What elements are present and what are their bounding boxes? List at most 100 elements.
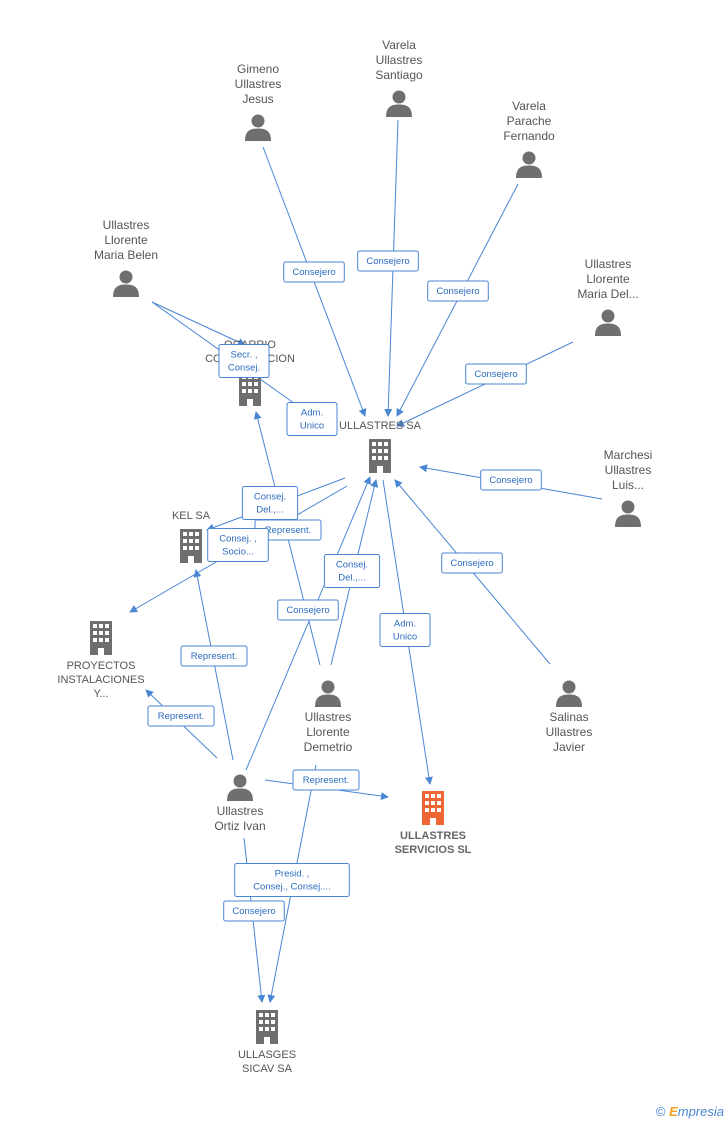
relation-label-box (180, 645, 248, 667)
building-icon (256, 1010, 278, 1044)
relation-label-text: Consejero (286, 605, 329, 616)
relation-label-ullastres_sa-proyectos[interactable]: Consej. , Socio... (207, 528, 269, 562)
node-label-line: Ullastres (376, 53, 423, 67)
person-icon (516, 151, 542, 178)
node-label-line: Luis... (612, 478, 644, 492)
node-label-line: Llorente (104, 233, 148, 247)
relation-label-marchesi-ullastres_sa[interactable]: Consejero (480, 469, 542, 491)
relation-label-text: Unico (300, 421, 324, 432)
node-label-line: Varela (512, 99, 546, 113)
node-label-line: Marchesi (604, 448, 653, 462)
relation-edge-ivan-ullastres_sa (245, 476, 371, 771)
relation-label-box (147, 705, 215, 727)
person-icon (556, 680, 582, 707)
node-label-line: Y... (93, 688, 108, 700)
relation-label-ullastres_belen-ullastres_sa[interactable]: Adm. Unico (286, 402, 338, 436)
building-icon (369, 439, 391, 473)
node-label-line: Ullastres (235, 77, 282, 91)
node-label-line: Javier (553, 740, 585, 754)
building-icon (422, 791, 444, 825)
relation-label-text: Consej. (336, 560, 368, 571)
empresia-logo[interactable]: Empresia (669, 1104, 724, 1119)
relation-label-gimeno-ullastres_sa[interactable]: Consejero (283, 261, 345, 283)
node-label-line: Fernando (503, 129, 555, 143)
relation-label-text: Consejero (436, 286, 479, 297)
person-icon (227, 774, 253, 801)
relation-label-box (283, 261, 345, 283)
relation-label-ullastres_mariadel-ullastres_sa[interactable]: Consejero (465, 363, 527, 385)
node-label-line: Maria Belen (94, 248, 158, 262)
relation-label-text: Adm. (301, 408, 323, 419)
relation-label-text: Del.,... (256, 505, 283, 516)
node-label-line: Ullastres (585, 257, 632, 271)
node-label-line: Maria Del... (577, 287, 638, 301)
relation-label-demetrio-ullasges[interactable]: Presid. ,Consej., Consej.... (234, 863, 350, 897)
node-label-line: Salinas (549, 710, 588, 724)
relation-label-box (218, 344, 270, 378)
relation-label-text: Consej. , (219, 534, 257, 545)
relation-label-ullastres_belen-ogarrio[interactable]: Secr. ,Consej. (218, 344, 270, 378)
relation-label-text: Adm. (394, 619, 416, 630)
relation-label-ivan-ullastres_sa[interactable]: Consejero (277, 599, 339, 621)
node-label-line: Jesus (242, 92, 273, 106)
relation-label-box (323, 554, 381, 588)
node-label-line: Llorente (306, 725, 350, 739)
node-label-line: Ortiz Ivan (214, 819, 265, 833)
relation-label-salinas-ullastres_sa[interactable]: Consejero (441, 552, 503, 574)
relation-label-box (234, 863, 350, 897)
company-node-kel[interactable]: KEL SA (172, 510, 211, 563)
relation-label-text: Consejero (292, 267, 335, 278)
relation-label-demetrio-ogarrio[interactable]: Consej. Del.,... (241, 486, 299, 520)
relation-label-varela_santiago-ullastres_sa[interactable]: Consejero (357, 250, 419, 272)
relation-label-text: Consejero (474, 369, 517, 380)
relation-label-box (379, 613, 431, 647)
node-label-line: Santiago (375, 68, 423, 82)
relation-label-box (277, 599, 339, 621)
relation-label-ivan-ullasges[interactable]: Consejero (223, 900, 285, 922)
relation-label-ivan-proyectos[interactable]: Represent. (147, 705, 215, 727)
relation-label-text: Presid. , (275, 869, 310, 880)
relation-label-ivan-servicios[interactable]: Represent. (292, 769, 360, 791)
relation-label-box (441, 552, 503, 574)
relation-label-text: Consejero (489, 475, 532, 486)
relation-label-demetrio-ullastres_sa[interactable]: Consej. Del.,... (323, 554, 381, 588)
relation-label-text: Del.,... (338, 573, 365, 584)
relation-label-text: Consej. (254, 492, 286, 503)
node-label-line: Gimeno (237, 62, 279, 76)
relation-label-box (465, 363, 527, 385)
person-node-marchesi[interactable]: MarchesiUllastresLuis... (604, 448, 653, 527)
node-label-line: PROYECTOS (67, 660, 136, 672)
relation-label-box (357, 250, 419, 272)
node-label-line: Ullastres (103, 218, 150, 232)
node-label-line: Ullastres (546, 725, 593, 739)
relation-label-text: Consejero (450, 558, 493, 569)
node-label-line: KEL SA (172, 510, 211, 522)
nodes-layer: GimenoUllastresJesusVarelaUllastresSanti… (57, 38, 652, 1075)
copyright-footer: © Empresia (656, 1104, 724, 1119)
person-icon (595, 309, 621, 336)
relation-label-text: Represent. (303, 775, 349, 786)
relation-label-text: Consejero (232, 906, 275, 917)
relation-label-varela_fernando-ullastres_sa[interactable]: Consejero (427, 280, 489, 302)
relation-label-text: Represent. (265, 525, 311, 536)
person-icon (113, 270, 139, 297)
relation-edge-ullastres_belen-ogarrio (151, 301, 246, 346)
company-node-ullastres_sa[interactable]: ULLASTRES SA (339, 420, 422, 473)
company-node-proyectos[interactable]: PROYECTOSINSTALACIONESY... (57, 621, 145, 700)
building-icon (180, 529, 202, 563)
relation-label-ullastres_sa-servicios[interactable]: Adm.Unico (379, 613, 431, 647)
relation-label-ivan-kel[interactable]: Represent. (180, 645, 248, 667)
relation-label-text: Represent. (191, 651, 237, 662)
relation-label-box (286, 402, 338, 436)
relation-label-text: Socio... (222, 547, 254, 558)
